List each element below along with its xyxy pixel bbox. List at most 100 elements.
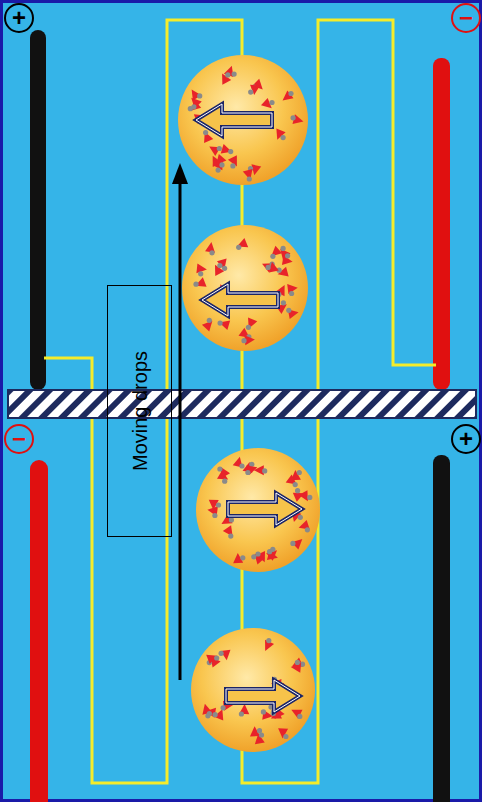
surfactant-particle (239, 711, 244, 716)
dipole-arrow (196, 104, 272, 136)
drop (196, 448, 320, 572)
surfactant-particle (207, 711, 212, 716)
surfactant-particle (298, 515, 303, 520)
surfactant-particle (249, 462, 254, 467)
surfactant-particle (224, 64, 237, 77)
surfactant-particle (211, 262, 225, 276)
anode-electrode (433, 455, 450, 802)
surfactant-particle (244, 317, 257, 330)
surfactant-particle (239, 463, 244, 468)
surfactant-particle (256, 551, 269, 564)
surfactant-particle (236, 245, 241, 250)
cathode-electrode (30, 460, 48, 802)
surfactant-particle (202, 317, 216, 331)
surfactant-particle (213, 712, 218, 717)
surfactant-particle (297, 470, 302, 475)
surfactant-particle (200, 130, 213, 143)
surfactant-particle (286, 474, 300, 488)
surfactant-particle (290, 541, 295, 546)
surfactant-particle (248, 90, 253, 95)
motion-arrow (179, 180, 182, 680)
surfactant-particle (216, 168, 221, 173)
polarity-symbol: + (459, 427, 473, 451)
surfactant-particle (218, 318, 230, 330)
surfactant-particle (267, 549, 272, 554)
surfactant-particle (286, 308, 291, 313)
surfactant-particle (225, 72, 230, 77)
surfactant-particle (281, 246, 286, 251)
surfactant-particle (194, 277, 207, 290)
surfactant-particle (269, 100, 274, 105)
surfactant-particle (273, 129, 286, 142)
surfactant-particle (295, 488, 300, 493)
surfactant-particle (217, 263, 222, 268)
dipole-arrow (202, 284, 278, 316)
surfactant-particle (191, 104, 196, 109)
polarity-symbol: − (459, 6, 473, 30)
surfactant-particle (216, 465, 230, 479)
surfactant-particle (235, 238, 248, 251)
surfactant-particle (255, 551, 260, 556)
surfactant-particle (219, 651, 224, 656)
surfactant-particle (232, 72, 237, 77)
surfactant-particle (228, 155, 241, 168)
surfactant-particle (212, 513, 217, 518)
surfactant-particle (279, 90, 293, 104)
surfactant-particle (222, 479, 227, 484)
surfactant-particle (307, 495, 312, 500)
surfactant-particle (216, 502, 221, 507)
surfactant-particle (193, 282, 198, 287)
surfactant-particle (223, 525, 237, 539)
surfactant-particle (289, 291, 294, 296)
surfactant-particle (289, 705, 302, 718)
surfactant-particle (281, 300, 286, 305)
dipole-arrow (196, 104, 272, 136)
polarity-sign: − (451, 3, 481, 33)
drop (182, 225, 308, 351)
surfactant-particle (259, 732, 264, 737)
polarity-sign: + (4, 3, 34, 33)
surfactant-particle (218, 71, 232, 85)
surfactant-particle (228, 534, 233, 539)
surfactant-particle (295, 660, 300, 665)
surfactant-particle (240, 555, 245, 560)
dipole-arrow (226, 680, 300, 712)
surfactant-particle (247, 176, 252, 181)
surfactant-particle (268, 246, 282, 260)
surfactant-particle (297, 714, 302, 719)
polarity-symbol: + (12, 6, 26, 30)
separator-membrane (8, 390, 476, 418)
caption-text: Moving drops (128, 351, 151, 471)
surfactant-particle (293, 482, 298, 487)
surfactant-particle (198, 271, 203, 276)
surfactant-particle (214, 655, 219, 660)
surfactant-particle (217, 146, 222, 151)
surfactant-particle (270, 254, 275, 259)
cathode-electrode (433, 58, 450, 390)
surfactant-particle (261, 709, 266, 714)
surfactant-particle (212, 154, 226, 168)
surfactant-particle (266, 265, 271, 270)
surfactant-particle (243, 169, 255, 181)
surfactant-particle (221, 144, 233, 156)
surfactant-particle (222, 266, 227, 271)
motion-arrowhead (172, 163, 188, 184)
dipole-arrow (226, 680, 300, 712)
dipole-arrow (202, 284, 278, 316)
surfactant-particle (246, 325, 251, 330)
surfactant-particle (276, 267, 288, 279)
anode-electrode (30, 30, 46, 390)
polarity-symbol: − (12, 427, 26, 451)
surfactant-particle (253, 733, 264, 744)
surfactant-particle (283, 734, 288, 739)
surfactant-particle (197, 93, 202, 98)
dipole-arrow (228, 493, 302, 525)
surfactant-particle (291, 115, 296, 120)
surfactant-particle (229, 517, 234, 522)
surfactant-particle (278, 728, 289, 739)
surfactant-particle (305, 527, 310, 532)
surfactant-particle (221, 705, 226, 710)
surfactant-particle (281, 135, 286, 140)
